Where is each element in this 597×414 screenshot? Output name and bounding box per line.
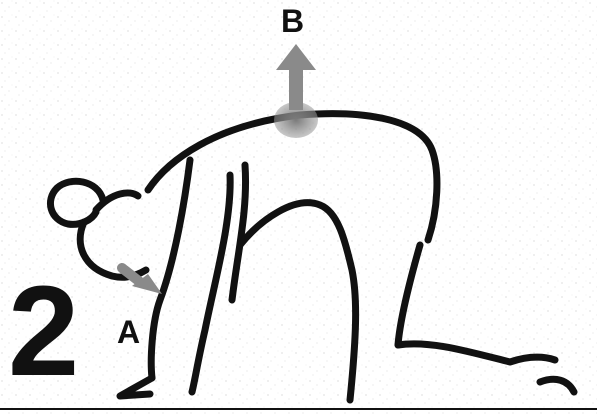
step-number: 2	[8, 268, 79, 396]
label-b: B	[281, 5, 304, 37]
label-a: A	[117, 316, 140, 348]
